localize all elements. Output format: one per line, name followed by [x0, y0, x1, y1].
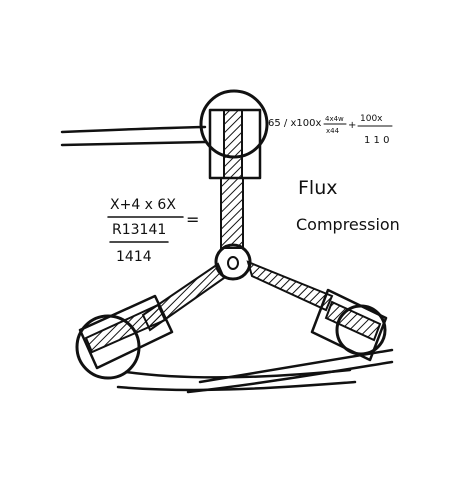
right-clamp — [310, 288, 388, 362]
equation-left-line1: X+4 x 6X — [110, 197, 176, 213]
right-arm — [246, 260, 334, 312]
title-compression: Compression — [296, 215, 400, 234]
top-equation: 65 / x100x 4x4w x44 + 100x 1 1 0 — [268, 114, 393, 146]
right-rod-hatched — [324, 300, 382, 342]
left-connector — [75, 294, 174, 380]
top-connector — [199, 89, 269, 180]
left-connector-ring — [75, 314, 141, 380]
equation-top-plus: + — [348, 120, 356, 131]
right-connector — [310, 288, 388, 362]
left-rod-hatched — [84, 303, 167, 354]
right-cable — [186, 348, 394, 394]
top-rod-hatched — [223, 109, 243, 179]
left-clamp — [78, 294, 174, 370]
top-cable — [60, 125, 207, 147]
equation-top-frac1-den: x44 — [326, 127, 340, 135]
equation-left-equals: = — [186, 210, 199, 229]
left-equation: X+4 x 6X = R13141 1414 — [107, 197, 199, 265]
equation-top-frac2-num: 100x — [360, 114, 383, 124]
equation-top-frac1-num: 4x4w — [325, 115, 344, 123]
vertical-arm — [220, 177, 244, 249]
equation-left-line2: R13141 — [112, 222, 166, 238]
equation-top-part1: 65 / x100x — [268, 118, 321, 129]
title-flux: Flux — [298, 177, 338, 199]
equation-top-frac2-den: 1 1 0 — [364, 135, 389, 146]
equation-left-line3: 1414 — [116, 249, 152, 265]
